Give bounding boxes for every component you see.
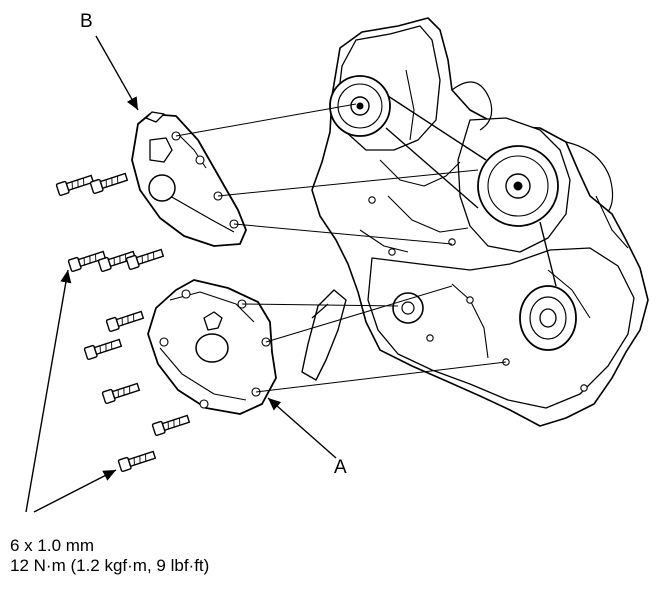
bolt xyxy=(105,310,145,333)
bolt xyxy=(55,174,95,197)
callout-leaders xyxy=(25,35,337,513)
lower-cover-a xyxy=(147,279,277,415)
torque-value-text: 12 N·m (1.2 kgf·m, 9 lbf·ft) xyxy=(10,556,210,575)
bolt xyxy=(89,172,129,195)
timing-belt xyxy=(385,95,557,287)
assembly-guide-lines xyxy=(175,103,507,393)
bolt xyxy=(117,450,157,473)
leader-spec-lower xyxy=(33,469,117,513)
callout-b-label: B xyxy=(80,11,93,32)
bolt xyxy=(83,338,123,361)
leader-spec-upper xyxy=(25,269,72,513)
upper-cover-bolts xyxy=(55,172,165,273)
bolt-size-text: 6 x 1.0 mm xyxy=(10,536,95,555)
idler-pulley xyxy=(392,292,424,324)
right-cam-pulley xyxy=(477,145,559,227)
leader-a xyxy=(267,397,337,459)
callout-a-label: A xyxy=(334,457,347,478)
bolt xyxy=(97,250,137,273)
lower-cover-bolts xyxy=(83,310,191,473)
leader-b xyxy=(95,35,139,111)
crank-pulley xyxy=(519,285,577,351)
bolt xyxy=(125,248,165,271)
bolt xyxy=(151,414,191,437)
upper-cam-pulley xyxy=(329,75,391,137)
bolt xyxy=(101,382,141,405)
upper-cover-b xyxy=(131,111,247,247)
bolt xyxy=(67,250,107,273)
torque-spec: 6 x 1.0 mm 12 N·m (1.2 kgf·m, 9 lbf·ft) xyxy=(10,536,209,576)
